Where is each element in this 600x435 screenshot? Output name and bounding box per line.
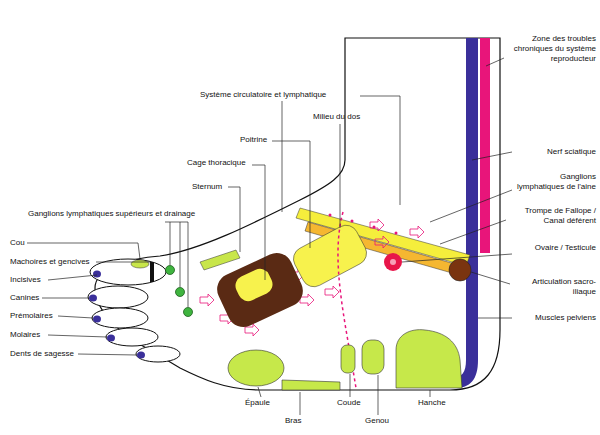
zone-label: Ganglions lymphatiques supérieurs et dra… bbox=[28, 209, 195, 219]
lymph-dots bbox=[329, 214, 398, 235]
zone-label: Ovaire / Testicule bbox=[513, 243, 596, 253]
zone-label: Dents de sagesse bbox=[10, 349, 74, 359]
ovary-point bbox=[384, 253, 402, 271]
zone-label: Épaule bbox=[245, 398, 270, 408]
arm-zone bbox=[282, 380, 340, 390]
circulation-arrows bbox=[200, 219, 424, 336]
hip-zone bbox=[396, 330, 462, 388]
toe bbox=[92, 308, 148, 328]
zone-label: Système circulatoire et lymphatique bbox=[200, 90, 326, 100]
zone-label: Nerf sciatique bbox=[513, 147, 596, 157]
zone-label: Hanche bbox=[418, 398, 446, 408]
zone-label: Trompe de Fallope / Canal déférent bbox=[507, 206, 596, 226]
zone-label: Cage thoracique bbox=[187, 158, 246, 168]
zone-label: Zone des troubles chroniques du système … bbox=[504, 34, 596, 64]
reproductive-band bbox=[480, 38, 490, 253]
neck-zone bbox=[131, 260, 149, 268]
mid-back-zone bbox=[289, 221, 371, 291]
zone-label: Muscles pelviens bbox=[513, 313, 596, 323]
upper-lymph-points bbox=[166, 266, 193, 317]
zone-label: Machoires et gencives bbox=[10, 257, 90, 267]
jaw-zone bbox=[150, 262, 154, 282]
zone-label: Canines bbox=[10, 293, 39, 303]
sternum-zone bbox=[200, 250, 240, 270]
zone-label: Ganglions lymphatiques de l'aine bbox=[513, 172, 596, 192]
shoulder-zone bbox=[228, 350, 284, 386]
toe bbox=[106, 328, 158, 346]
zone-label: Milieu du dos bbox=[313, 112, 360, 122]
toe bbox=[90, 259, 166, 285]
zone-label: Molaires bbox=[10, 330, 40, 340]
zone-label: Incisives bbox=[10, 275, 41, 285]
chest-zone bbox=[232, 266, 276, 305]
zone-label: Prémolaires bbox=[10, 311, 53, 321]
knee-zone bbox=[362, 340, 384, 374]
sacroiliac-point bbox=[449, 259, 471, 281]
zone-label: Articulation sacro-iliaque bbox=[511, 277, 596, 297]
toe-nails bbox=[89, 271, 145, 359]
toe bbox=[136, 346, 180, 362]
zone-label: Poitrine bbox=[240, 135, 267, 145]
zone-label: Bras bbox=[285, 416, 301, 426]
zone-label: Coude bbox=[337, 398, 361, 408]
zone-label: Cou bbox=[10, 238, 25, 248]
waist-line bbox=[338, 212, 356, 388]
toe bbox=[88, 286, 148, 308]
zone-label: Sternum bbox=[192, 182, 222, 192]
zone-label: Genou bbox=[365, 416, 389, 426]
leader-lines bbox=[27, 58, 512, 415]
elbow-zone bbox=[341, 345, 355, 373]
